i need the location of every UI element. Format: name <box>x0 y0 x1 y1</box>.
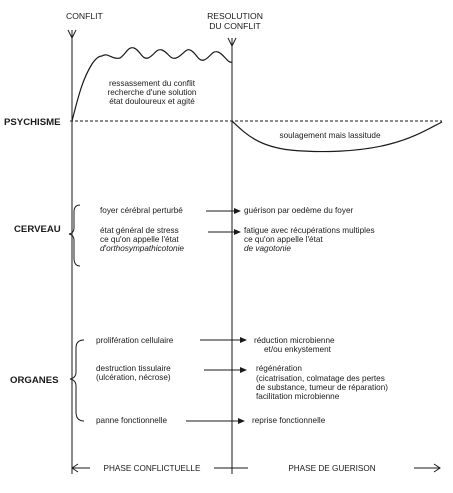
organes-left-3: panne fonctionnelle <box>96 416 167 425</box>
cerveau-right-1: guérison par oedème du foyer <box>244 206 354 215</box>
phase-conflictuelle-label: PHASE CONFLICTUELLE <box>104 464 201 473</box>
cerveau-left-2-line-2: ce qu'on appelle l'état <box>100 235 179 244</box>
organes-right-2-line-3: de substance, tumeur de réparation) <box>256 383 388 392</box>
cerveau-right-2-line-3: de vagotonie <box>244 244 291 253</box>
psychisme-left-line-2: recherche d'une solution <box>108 88 197 97</box>
organes-right-2-line-1: régénération <box>256 364 302 373</box>
cerveau-right-2-line-2: ce qu'on appelle l'état <box>244 235 323 244</box>
resolution-label-line2: DU CONFLIT <box>209 21 261 31</box>
organes-right-3: reprise fonctionnelle <box>252 416 326 425</box>
cerveau-brace <box>68 204 81 267</box>
conflict-label: CONFLIT <box>66 11 104 21</box>
resolution-line-top-tick <box>227 37 237 48</box>
psychisme-left-line-3: état douloureux et agité <box>109 97 195 106</box>
recovery-curve <box>231 120 443 153</box>
organes-right-1-line-1: réduction microbienne <box>254 336 335 345</box>
cerveau-right-2-line-1: fatigue avec récupérations multiples <box>244 226 375 235</box>
organes-right-2-line-2: (cicatrisation, colmatage des pertes <box>256 374 385 383</box>
organes-left-1: prolifération cellulaire <box>96 336 174 345</box>
cerveau-section-title: CERVEAU <box>14 224 61 235</box>
stress-curve <box>71 47 233 122</box>
organes-section-title: ORGANES <box>10 375 59 386</box>
organes-left-2-line-1: destruction tissulaire <box>96 364 171 373</box>
cerveau-left-2-line-1: état général de stress <box>100 226 179 235</box>
psychisme-right-line: soulagement mais lassitude <box>279 131 380 140</box>
phase-left-arrow <box>71 463 90 473</box>
psychisme-left-line-1: ressassement du conflit <box>109 79 196 88</box>
conflict-line-top-tick <box>67 29 77 40</box>
cerveau-left-1: foyer cérébral perturbé <box>100 206 183 215</box>
resolution-label-line1: RESOLUTION <box>207 11 263 21</box>
organes-right-2-line-4: facilitation microbienne <box>256 392 340 401</box>
organes-left-2-line-2: (ulcération, nécrose) <box>96 373 171 382</box>
cerveau-left-2-line-3: d'orthosympathicotonie <box>100 244 184 253</box>
organes-brace <box>69 339 85 422</box>
phase-guerison-label: PHASE DE GUERISON <box>288 464 375 473</box>
psychisme-section-title: PSYCHISME <box>4 117 61 128</box>
phase-right-arrow <box>414 463 441 473</box>
organes-right-1-line-2: et/ou enkystement <box>264 345 332 354</box>
